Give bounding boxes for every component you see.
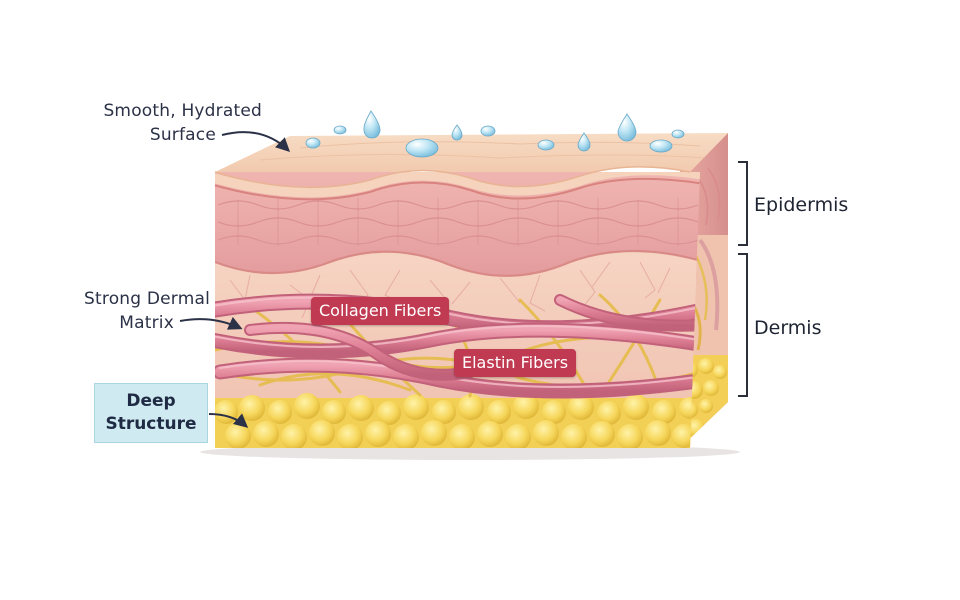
fat-cells [215,393,700,448]
matrix-arrow [179,316,243,330]
deep-structure-arrow [208,413,249,428]
deep-structure-label: Deep Structure [94,383,208,443]
dermis-bracket [738,253,748,397]
surface-arrow [221,131,291,152]
deep-structure-line2: Structure [105,414,197,434]
matrix-label: Strong Dermal Matrix [78,287,210,335]
matrix-label-line2: Matrix [119,313,174,333]
surface-label-line1: Smooth, Hydrated [103,101,262,121]
matrix-label-line1: Strong Dermal [84,289,210,309]
dermis-label: Dermis [754,317,822,339]
collagen-fibers [215,293,700,399]
epidermis-bracket [738,161,748,246]
epidermis-cell-pattern [217,200,699,210]
block-front-face [215,172,700,448]
surface-label: Smooth, Hydrated Surface [100,99,262,147]
elastin-fibers-tag: Elastin Fibers [454,349,577,377]
deep-structure-line1: Deep [126,391,176,411]
collagen-fibers-tag: Collagen Fibers [311,297,450,325]
epidermis-label: Epidermis [754,194,849,216]
surface-label-line2: Surface [149,125,216,145]
water-droplets [305,110,685,158]
